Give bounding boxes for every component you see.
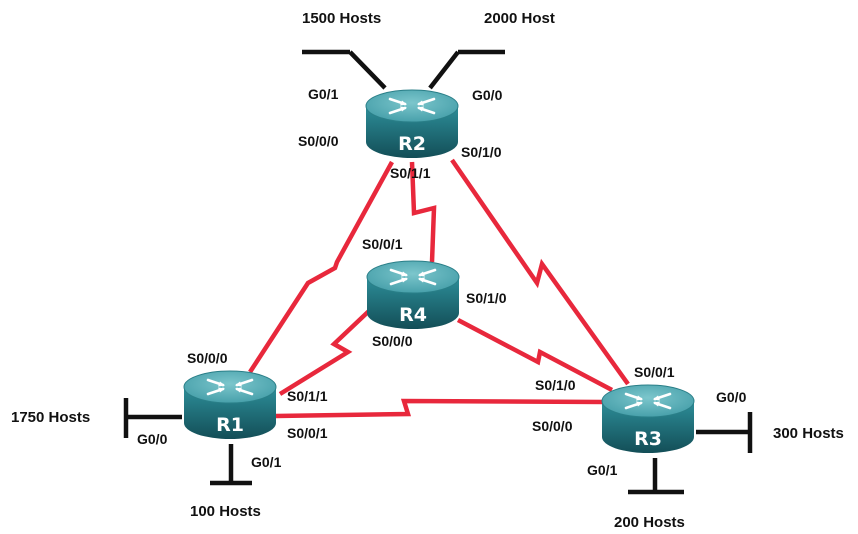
iface-label-r3-s001: S0/0/1 bbox=[634, 364, 675, 380]
hosts-label-r3-g00: 300 Hosts bbox=[773, 425, 844, 442]
router-r4[interactable]: R4 bbox=[365, 259, 461, 331]
gigabit-interface-labels: G0/1 G0/0 G0/0 G0/1 G0/0 G0/1 bbox=[137, 86, 747, 478]
router-r1-name: R1 bbox=[216, 414, 244, 436]
iface-label-r2-g01: G0/1 bbox=[308, 86, 339, 102]
lan-line-r2-g00-drop bbox=[428, 50, 460, 90]
iface-label-r2-s011: S0/1/1 bbox=[390, 165, 431, 181]
router-r1[interactable]: R1 bbox=[182, 369, 278, 441]
iface-label-r1-s001: S0/0/1 bbox=[287, 425, 328, 441]
iface-label-r1-s000: S0/0/0 bbox=[187, 350, 228, 366]
hosts-label-r2-g01: 1500 Hosts bbox=[302, 10, 381, 27]
iface-label-r2-s010: S0/1/0 bbox=[461, 144, 502, 160]
iface-label-r1-s011: S0/1/1 bbox=[287, 388, 328, 404]
serial-link-r2-r4 bbox=[409, 161, 437, 263]
iface-label-r4-s000: S0/0/0 bbox=[372, 333, 413, 349]
iface-label-r1-g01: G0/1 bbox=[251, 454, 282, 470]
serial-link-r4-r3 bbox=[456, 318, 614, 392]
serial-link-r2-r3 bbox=[450, 158, 630, 386]
serial-interface-labels: S0/0/0 S0/1/0 S0/1/1 S0/0/1 S0/1/0 S0/0/… bbox=[187, 133, 675, 441]
iface-label-r3-s010: S0/1/0 bbox=[535, 377, 576, 393]
hosts-label-r1-g01: 100 Hosts bbox=[190, 503, 261, 520]
iface-label-r3-g00: G0/0 bbox=[716, 389, 747, 405]
hosts-label-r3-g01: 200 Hosts bbox=[614, 514, 685, 531]
iface-label-r1-g00: G0/0 bbox=[137, 431, 168, 447]
serial-link-r1-r4 bbox=[278, 308, 372, 396]
serial-link-r1-r3 bbox=[275, 398, 605, 419]
iface-label-r2-g00: G0/0 bbox=[472, 87, 503, 103]
iface-label-r4-s010: S0/1/0 bbox=[466, 290, 507, 306]
iface-label-r4-s001: S0/0/1 bbox=[362, 236, 403, 252]
iface-label-r2-s000: S0/0/0 bbox=[298, 133, 339, 149]
hosts-label-r1-g00: 1750 Hosts bbox=[11, 409, 90, 426]
router-r3[interactable]: R3 bbox=[600, 383, 696, 455]
lan-segments bbox=[123, 49, 753, 495]
serial-link-r1-r2 bbox=[248, 160, 394, 374]
hosts-label-r2-g00: 2000 Host bbox=[484, 10, 555, 27]
iface-label-r3-s000: S0/0/0 bbox=[532, 418, 573, 434]
host-labels: 1500 Hosts 2000 Host 1750 Hosts 100 Host… bbox=[11, 10, 844, 531]
lan-line-r2-g01-drop bbox=[348, 50, 387, 90]
router-r3-name: R3 bbox=[634, 428, 662, 450]
router-r4-name: R4 bbox=[399, 304, 427, 326]
router-r2[interactable]: R2 bbox=[364, 88, 460, 160]
iface-label-r3-g01: G0/1 bbox=[587, 462, 618, 478]
serial-links bbox=[248, 158, 630, 419]
router-r2-name: R2 bbox=[398, 133, 426, 155]
